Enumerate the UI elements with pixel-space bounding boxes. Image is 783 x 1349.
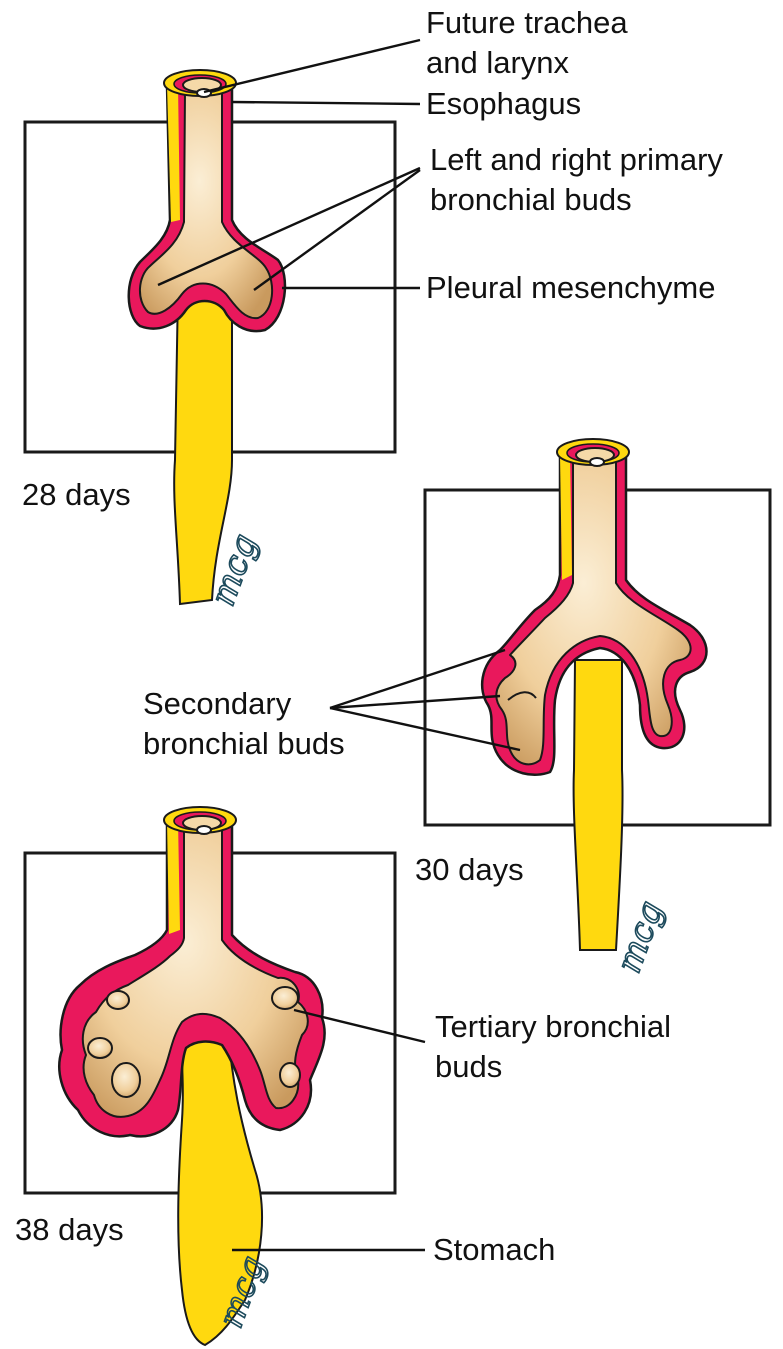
label-primary-buds-2: bronchial buds: [430, 182, 632, 217]
stage-label-28-days: 28 days: [22, 477, 131, 512]
leader-secondary-1: [330, 650, 505, 708]
stage-38-days: mcg: [25, 807, 395, 1345]
label-pleural-mesenchyme: Pleural mesenchyme: [426, 270, 715, 305]
leader-esophagus: [232, 102, 420, 104]
label-stomach: Stomach: [433, 1232, 555, 1267]
label-secondary-buds-2: bronchial buds: [143, 726, 345, 761]
esophagus-30: [574, 660, 623, 950]
stage-label-30-days: 30 days: [415, 852, 524, 887]
stage-28-days: mcg: [25, 70, 395, 611]
label-primary-buds-1: Left and right primary: [430, 142, 723, 177]
label-tertiary-buds-1: Tertiary bronchial: [435, 1009, 671, 1044]
label-future-trachea-1: Future trachea: [426, 5, 628, 40]
label-esophagus: Esophagus: [426, 86, 581, 121]
stage-30-days: mcg: [425, 439, 770, 978]
label-future-trachea-2: and larynx: [426, 45, 570, 80]
label-tertiary-buds-2: buds: [435, 1049, 502, 1084]
stage-label-38-days: 38 days: [15, 1212, 124, 1247]
leader-secondary-2: [330, 696, 500, 708]
leader-trachea: [204, 40, 420, 92]
label-secondary-buds-1: Secondary: [143, 686, 292, 721]
